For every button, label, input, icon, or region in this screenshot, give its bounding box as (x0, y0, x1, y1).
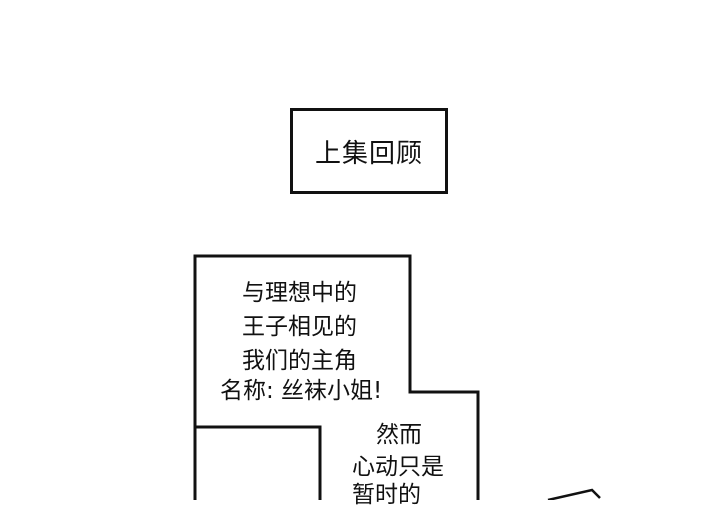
caption-line-3: 我们的主角 (242, 348, 357, 374)
recap-title: 上集回顾 (314, 138, 423, 169)
caption-line-1: 与理想中的 (242, 280, 357, 306)
caption-line-5: 然而 (376, 422, 422, 448)
caption-line-4: 名称: 丝袜小姐! (220, 378, 383, 404)
caption-line-6: 心动只是 (352, 454, 444, 480)
caption-line-2: 王子相见的 (242, 314, 357, 340)
caption-line-7: 暂时的 (352, 482, 421, 508)
recap-title-box: 上集回顾 (290, 108, 448, 194)
speech-tail-mark (547, 488, 601, 500)
